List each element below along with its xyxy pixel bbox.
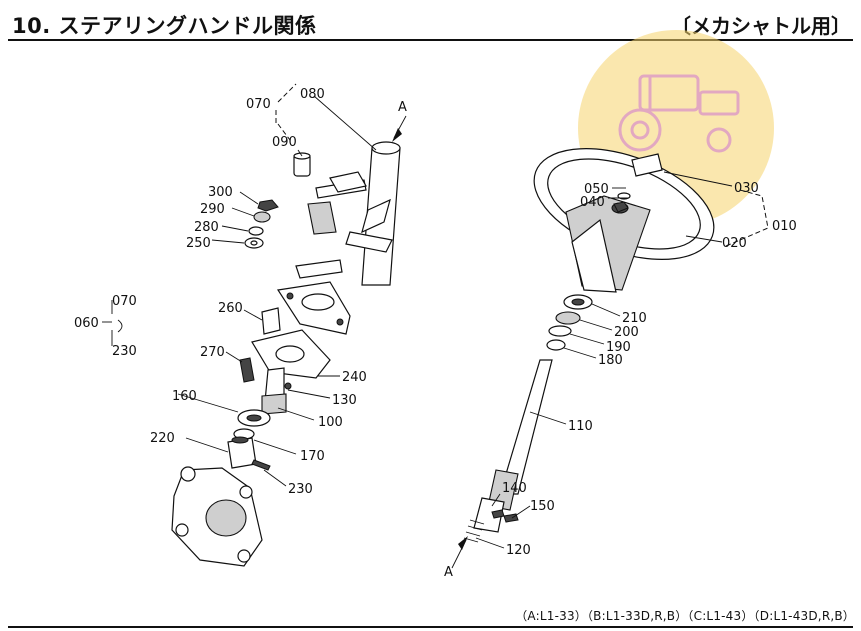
label-070-group: 070 bbox=[112, 294, 137, 309]
label-250: 250 bbox=[186, 236, 211, 251]
label-020: 020 bbox=[722, 236, 747, 251]
column-assembly bbox=[171, 115, 407, 567]
label-270: 270 bbox=[200, 345, 225, 360]
arrow-a-bottom: A bbox=[444, 565, 453, 580]
label-030: 030 bbox=[734, 181, 759, 196]
label-240: 240 bbox=[342, 370, 367, 385]
label-090: 090 bbox=[272, 135, 297, 150]
tractor-icon bbox=[618, 74, 740, 153]
nut-300 bbox=[257, 199, 279, 212]
leader-lines bbox=[102, 83, 733, 549]
label-080: 080 bbox=[300, 87, 325, 102]
label-180: 180 bbox=[598, 353, 623, 368]
label-150: 150 bbox=[530, 499, 555, 514]
label-230: 230 bbox=[288, 482, 313, 497]
label-210: 210 bbox=[622, 311, 647, 326]
label-130: 130 bbox=[332, 393, 357, 408]
label-190: 190 bbox=[606, 340, 631, 355]
label-170: 170 bbox=[300, 449, 325, 464]
label-140: 140 bbox=[502, 481, 527, 496]
model-applicability-note: （A:L1-33）（B:L1-33D,R,B）（C:L1-43）（D:L1-43… bbox=[515, 609, 855, 623]
label-060: 060 bbox=[74, 316, 99, 331]
label-260: 260 bbox=[218, 301, 243, 316]
header-rule bbox=[8, 39, 853, 41]
label-160: 160 bbox=[172, 389, 197, 404]
page-header: 10. ステアリングハンドル関係 〔メカシャトル用〕 bbox=[8, 6, 853, 40]
label-290: 290 bbox=[200, 202, 225, 217]
label-070: 070 bbox=[246, 97, 271, 112]
part-labels: 070 080 090 300 290 280 250 260 270 240 … bbox=[74, 87, 797, 580]
label-100: 100 bbox=[318, 415, 343, 430]
steering-wheel-assembly bbox=[451, 148, 769, 569]
label-300: 300 bbox=[208, 185, 233, 200]
label-200: 200 bbox=[614, 325, 639, 340]
arrow-a-top: A bbox=[398, 100, 407, 115]
footer-rule bbox=[8, 626, 853, 628]
label-010: 010 bbox=[772, 219, 797, 234]
label-110: 110 bbox=[568, 419, 593, 434]
label-220: 220 bbox=[150, 431, 175, 446]
label-120: 120 bbox=[506, 543, 531, 558]
label-050: 050 bbox=[584, 182, 609, 197]
label-040: 040 bbox=[580, 195, 605, 210]
label-230-group: 230 bbox=[112, 344, 137, 359]
page-title: 10. ステアリングハンドル関係 bbox=[12, 14, 317, 38]
label-280: 280 bbox=[194, 220, 219, 235]
